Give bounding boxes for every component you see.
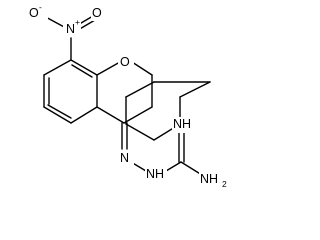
amine-nh2-label: NH — [200, 172, 218, 186]
bond-py-4 — [123, 106, 153, 124]
nitro-o-label: O — [92, 6, 102, 20]
bond-py-1 — [96, 61, 121, 76]
ring-oxygen-label: O — [120, 55, 130, 69]
imine-nh-label: NH — [173, 117, 191, 131]
benzene-ring — [125, 81, 211, 141]
amine-nh2-subscript: 2 — [222, 179, 227, 189]
bond-ar-6 — [43, 59, 72, 76]
nitro-o-minus-label: O — [29, 6, 39, 20]
bond-ar-4 — [43, 106, 72, 124]
bond-ar-3 — [70, 106, 98, 124]
bond-ar-double-1 — [71, 64, 93, 78]
bond-py-2 — [131, 61, 153, 76]
bond-ring-6 — [125, 81, 155, 98]
bond-ring-4 — [125, 123, 155, 141]
structural-formula: O - N + O O N NH NH NH 2 — [26, 2, 232, 189]
aromatic-ring — [43, 59, 98, 124]
pyran-ring — [96, 61, 153, 124]
bond-ar-1 — [70, 59, 98, 76]
atom-labels: O - N + O O N NH NH NH 2 — [26, 2, 232, 189]
nitro-o-minus-charge: - — [39, 2, 42, 12]
bond-ring-1 — [179, 81, 211, 98]
nitro-n-plus-label: N — [66, 22, 75, 36]
nitro-n-plus-charge: + — [75, 17, 80, 27]
structure-canvas: O - N + O O N NH NH NH 2 — [26, 2, 232, 189]
bond-c-nh2 — [180, 161, 203, 176]
bond-py-5 — [96, 106, 125, 124]
bond-nh-c — [165, 161, 182, 172]
hydrazone-n-label: N — [120, 151, 129, 165]
hydrazone-nh-label: NH — [146, 167, 164, 181]
bond-ar-double-2 — [47, 104, 72, 119]
